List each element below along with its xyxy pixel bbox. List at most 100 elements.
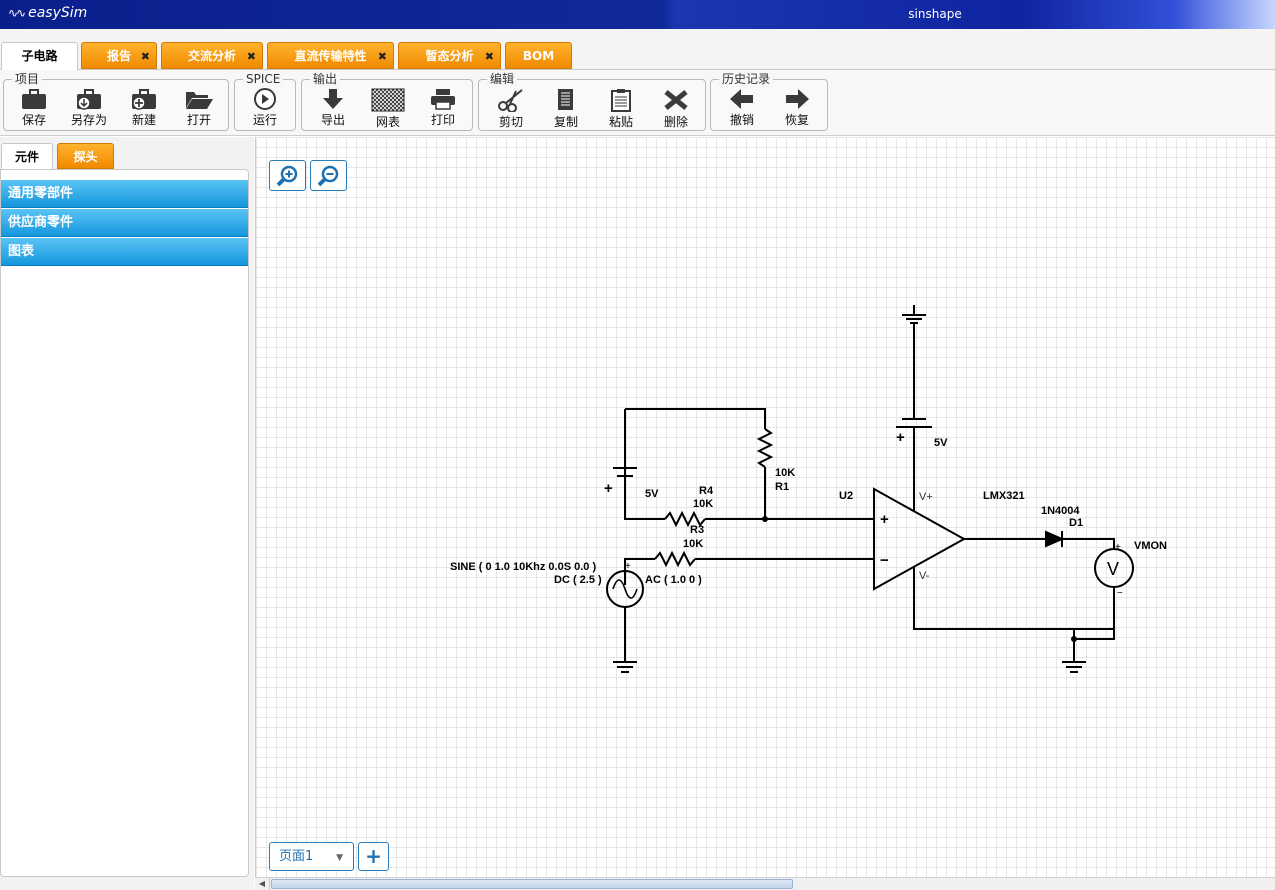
user-name[interactable]: sinshape <box>908 7 962 21</box>
briefcase-icon <box>22 89 46 109</box>
run-button[interactable]: 运行 <box>240 86 290 130</box>
printer-icon <box>431 89 455 110</box>
schematic-canvas[interactable]: 5V + + 5V 10K R1 R4 10K R3 10K U2 LMX321… <box>255 137 1275 877</box>
button-label: 恢复 <box>784 113 809 127</box>
scrollbar-thumb[interactable] <box>271 879 793 889</box>
junction-dot <box>1071 636 1077 642</box>
diode-d1[interactable] <box>1045 530 1065 548</box>
group-title: 编辑 <box>487 71 518 87</box>
label-u2-name: U2 <box>839 490 853 502</box>
toolbar-group-edit: 编辑 剪切 复制 粘贴 删除 <box>478 71 706 131</box>
label-d1-name: D1 <box>1069 517 1083 529</box>
scroll-left-icon[interactable]: ◀ <box>255 878 270 890</box>
ground-symbol-source[interactable] <box>613 661 637 673</box>
cut-button[interactable]: 剪切 <box>486 86 536 130</box>
page-selector[interactable]: 页面1 ▼ <box>269 842 354 871</box>
tab-dc-transfer[interactable]: 直流传输特性 ✖ <box>267 42 394 69</box>
tab-subcircuit[interactable]: 子电路 <box>1 42 78 70</box>
button-label: 新建 <box>131 113 156 127</box>
export-button[interactable]: 导出 <box>308 86 358 130</box>
resistor-r1[interactable] <box>756 428 774 468</box>
tab-label: 子电路 <box>21 49 58 63</box>
button-label: 保存 <box>21 113 46 127</box>
section-vendor-parts[interactable]: 供应商零件 <box>1 209 248 237</box>
label-r4-value: 10K <box>693 498 713 510</box>
battery-vcc[interactable] <box>896 418 932 428</box>
main-tabbar: 子电路 报告 ✖ 交流分析✖ 直流传输特性 ✖ 暂态分析 ✖ BOM <box>0 29 1275 70</box>
page-selector-label: 页面1 <box>279 849 314 864</box>
paste-button[interactable]: 粘贴 <box>596 86 646 130</box>
print-button[interactable]: 打印 <box>418 86 468 130</box>
tab-ac-analysis[interactable]: 交流分析✖ <box>161 42 263 69</box>
label-opamp-plus: + <box>880 511 889 528</box>
toolbar-group-project: 项目 保存 另存为 新建 打开 <box>3 71 229 131</box>
group-title: 历史记录 <box>719 71 774 87</box>
button-label: 复制 <box>553 115 578 129</box>
paste-icon <box>611 89 631 112</box>
resistor-r4[interactable] <box>664 510 706 528</box>
label-opamp-minus: − <box>880 552 889 569</box>
scissors-icon <box>498 89 523 112</box>
label-src-plus: + <box>625 561 631 572</box>
label-src-dc: DC ( 2.5 ) <box>554 574 602 586</box>
delete-button[interactable]: 删除 <box>651 86 701 130</box>
tab-label: 报告 <box>106 49 131 63</box>
app-logo: ∿∿easySim <box>8 5 87 21</box>
label-vplus: V+ <box>919 491 933 503</box>
open-button[interactable]: 打开 <box>174 86 224 130</box>
button-label: 运行 <box>252 113 277 127</box>
tab-report[interactable]: 报告 ✖ <box>81 42 157 69</box>
new-button[interactable]: 新建 <box>119 86 169 130</box>
arrow-left-icon <box>730 89 753 109</box>
redo-button[interactable]: 恢复 <box>772 86 822 130</box>
label-vbias-voltage: 5V <box>645 488 659 500</box>
close-icon[interactable]: ✖ <box>377 50 387 63</box>
tab-transient[interactable]: 暂态分析 ✖ <box>398 42 501 69</box>
close-icon[interactable]: ✖ <box>484 50 494 63</box>
tab-label: BOM <box>522 49 555 63</box>
label-r3-name: R3 <box>690 524 704 536</box>
button-label: 撤销 <box>729 113 754 127</box>
logo-wave-icon: ∿∿ <box>8 6 26 20</box>
label-src-sine: SINE ( 0 1.0 10Khz 0.0S 0.0 ) <box>450 561 596 573</box>
toolbar: 项目 保存 另存为 新建 打开 SPICE 运行 输出 导出 <box>0 70 1275 136</box>
label-vcc-plus: + <box>896 429 905 446</box>
close-icon[interactable]: ✖ <box>140 50 150 63</box>
ground-symbol-output[interactable] <box>1062 661 1086 673</box>
button-label: 剪切 <box>498 115 523 129</box>
left-panel: 元件 探头 通用零部件 供应商零件 图表 <box>0 137 254 890</box>
close-icon[interactable]: ✖ <box>246 50 256 63</box>
section-charts[interactable]: 图表 <box>1 238 248 266</box>
tab-label: 直流传输特性 <box>294 49 367 63</box>
tab-bom[interactable]: BOM <box>505 42 572 69</box>
section-generic-parts[interactable]: 通用零部件 <box>1 180 248 208</box>
app-header: ∿∿easySim sinshape <box>0 0 1275 29</box>
button-label: 导出 <box>320 113 345 127</box>
netlist-button[interactable]: 网表 <box>363 86 413 130</box>
undo-button[interactable]: 撤销 <box>717 86 767 130</box>
zoom-in-button[interactable] <box>269 160 306 191</box>
label-vmon-symbol: V <box>1107 559 1119 579</box>
add-page-button[interactable]: + <box>358 842 389 871</box>
button-label: 打开 <box>186 113 211 127</box>
button-label: 另存为 <box>70 113 107 127</box>
ground-symbol-top[interactable] <box>902 305 926 324</box>
tab-label: 暂态分析 <box>425 49 474 63</box>
copy-button[interactable]: 复制 <box>541 86 591 130</box>
save-as-button[interactable]: 另存为 <box>64 86 114 130</box>
tab-components[interactable]: 元件 <box>1 143 53 170</box>
resistor-r3[interactable] <box>654 550 696 568</box>
logo-text: easySim <box>28 5 88 21</box>
horizontal-scrollbar[interactable]: ◀ <box>255 877 1275 890</box>
save-button[interactable]: 保存 <box>9 86 59 130</box>
label-r3-value: 10K <box>683 538 703 550</box>
label-vcc-voltage: 5V <box>934 437 948 449</box>
opamp-u2[interactable] <box>873 487 967 591</box>
label-vminus: V- <box>919 570 930 582</box>
button-label: 网表 <box>375 115 400 129</box>
zoom-out-button[interactable] <box>310 160 347 191</box>
briefcase-down-icon <box>77 89 101 110</box>
button-label: 粘贴 <box>608 115 633 129</box>
label-vmon-name: VMON <box>1134 540 1167 552</box>
tab-probes[interactable]: 探头 <box>57 143 114 169</box>
